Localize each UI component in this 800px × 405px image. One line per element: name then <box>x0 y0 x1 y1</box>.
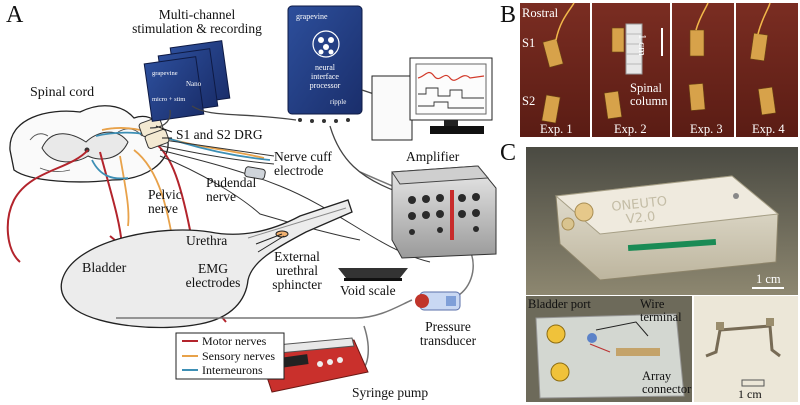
label-scale-c-top: 1 cm <box>756 272 781 286</box>
label-pudendal-nerve: Pudendal nerve <box>206 175 257 205</box>
label-pressure-transducer: Pressure transducer <box>419 319 477 349</box>
computer-workstation <box>371 57 493 141</box>
headstage-model: micro + stim <box>152 96 186 103</box>
amplifier-device <box>391 165 497 259</box>
label-spinal-column: Spinal column <box>630 81 668 109</box>
panel-label-b: B <box>500 2 517 28</box>
drg-electrodes <box>138 117 173 149</box>
headstage-brand: grapevine <box>152 70 178 77</box>
label-array-connector: Array connector <box>642 369 692 397</box>
label-scale-c-bottom: 1 cm <box>738 387 762 401</box>
label-s2: S2 <box>522 94 536 108</box>
label-s1: S1 <box>522 36 536 50</box>
label-urethra: Urethra <box>186 233 228 248</box>
headstage-name: Nano <box>186 80 202 88</box>
label-syringe-pump: Syringe pump <box>352 385 429 400</box>
photo-strip-b <box>520 2 798 137</box>
label-amplifier: Amplifier <box>406 149 460 164</box>
photo-device-c <box>526 147 798 295</box>
processor-brand: grapevine <box>296 12 328 21</box>
label-pelvic-nerve: Pelvic nerve <box>148 187 182 217</box>
photo-wire-frame-c <box>694 296 798 402</box>
pressure-transducer <box>415 291 461 311</box>
nerve-cuff-electrode <box>244 166 266 180</box>
label-bladder-port: Bladder port <box>528 297 591 311</box>
spinal-cord-section <box>9 105 169 183</box>
neural-interface-processor <box>287 5 363 123</box>
emg-electrodes <box>255 230 289 253</box>
label-drg: S1 and S2 DRG <box>176 127 263 142</box>
label-void-scale: Void scale <box>340 283 396 298</box>
processor-maker: ripple <box>330 98 347 106</box>
label-exp-1: Exp. 1 <box>540 122 573 136</box>
void-scale <box>338 268 408 281</box>
label-bladder: Bladder <box>82 261 127 276</box>
headstage-units <box>143 40 231 122</box>
label-exp-3: Exp. 3 <box>690 122 723 136</box>
label-exp-2: Exp. 2 <box>614 122 647 136</box>
processor-line1: neural <box>315 63 335 72</box>
legend-sensory: Sensory nerves <box>202 349 275 363</box>
label-rostral: Rostral <box>522 6 559 20</box>
label-spinal-cord: Spinal cord <box>30 85 95 100</box>
label-emg: EMG electrodes <box>185 261 241 291</box>
label-wire-terminal: Wire terminal <box>640 297 682 325</box>
label-nerve-cuff: Nerve cuff electrode <box>274 149 332 179</box>
panel-label-a: A <box>6 2 24 28</box>
label-multichannel: Multi-channel stimulation & recording <box>132 7 262 37</box>
processor-line3: processor <box>309 81 341 90</box>
label-sphincter: External urethral sphincter <box>272 249 322 293</box>
photo-interior-c <box>526 296 692 402</box>
legend-motor: Motor nerves <box>202 334 267 348</box>
label-exp-4: Exp. 4 <box>752 122 785 136</box>
legend-interneurons: Interneurons <box>202 363 263 377</box>
label-scale-b: 1 cm <box>636 34 648 56</box>
processor-line2: interface <box>311 72 339 81</box>
panel-label-c: C <box>500 140 517 166</box>
